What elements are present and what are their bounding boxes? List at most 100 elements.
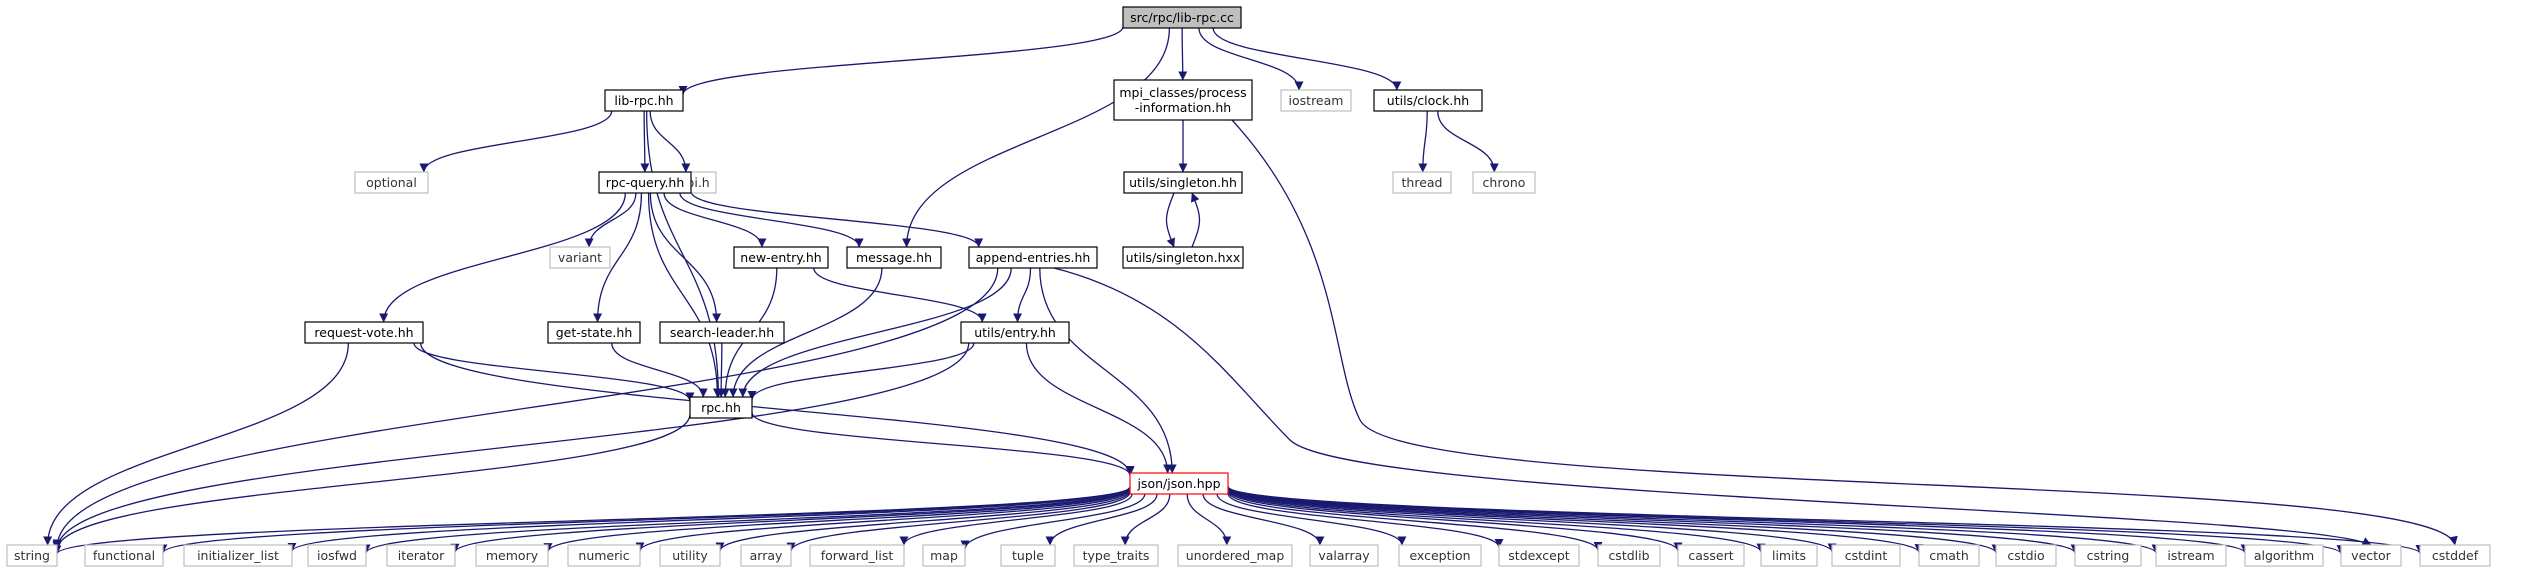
node-singleton[interactable]: utils/singleton.hh — [1123, 171, 1243, 194]
node-s_utility: utility — [659, 544, 721, 567]
node-box — [1280, 89, 1352, 112]
edge-requestvote-to-rpchh — [413, 342, 695, 402]
edge-line — [52, 414, 691, 551]
node-s_cstring: cstring — [2074, 544, 2142, 567]
node-label: utils/singleton.hh — [1129, 175, 1237, 190]
node-box — [1677, 544, 1745, 567]
node-label: utils/clock.hh — [1387, 93, 1469, 108]
edge-line — [1202, 493, 1325, 546]
node-label: numeric — [578, 548, 629, 563]
edge-json-to-s_stdexcept — [1227, 493, 1504, 548]
node-box — [1129, 472, 1229, 495]
edge-line — [1227, 489, 1683, 552]
node-box — [549, 246, 611, 269]
edge-line — [1418, 110, 1428, 173]
edge-rpchh-to-s_string — [52, 414, 691, 551]
edge-librpc-to-rpcquery — [640, 110, 650, 173]
node-getstate[interactable]: get-state.hh — [547, 321, 641, 344]
edge-json-to-s_forward_list — [899, 493, 1133, 546]
node-entry[interactable]: utils/entry.hh — [960, 321, 1070, 344]
node-label: limits — [1772, 548, 1806, 563]
edge-line — [1053, 267, 2372, 546]
edge-librpc-to-optional — [419, 110, 613, 173]
node-appendentries[interactable]: append-entries.hh — [968, 246, 1098, 269]
edge-line — [379, 192, 626, 323]
node-clock[interactable]: utils/clock.hh — [1373, 89, 1483, 112]
node-searchleader[interactable]: search-leader.hh — [659, 321, 785, 344]
edge-appendentries-to-json — [1039, 267, 1177, 474]
node-box — [6, 544, 58, 567]
node-requestvote[interactable]: request-vote.hh — [304, 321, 424, 344]
edge-line — [1120, 493, 1171, 546]
edge-rpcquery-to-getstate — [593, 192, 643, 323]
node-label: tuple — [1012, 548, 1044, 563]
node-s_vector: vector — [2340, 544, 2402, 567]
edge-json-to-s_iterator — [450, 487, 1131, 553]
node-label: map — [930, 548, 958, 563]
node-label: stdexcept — [1508, 548, 1569, 563]
node-label: mpi_classes/process — [1119, 85, 1246, 100]
node-box — [1309, 544, 1379, 567]
edge-json-to-s_map — [960, 493, 1146, 550]
node-box — [547, 321, 641, 344]
node-label: request-vote.hh — [314, 325, 413, 340]
edge-line — [158, 486, 1131, 554]
edge-line — [738, 267, 1012, 398]
edge-line — [1190, 192, 1201, 248]
edge-line — [649, 192, 722, 323]
edge-line — [813, 267, 987, 323]
node-optional: optional — [354, 171, 429, 194]
node-label: exception — [1409, 548, 1470, 563]
node-box — [386, 544, 456, 567]
node-box — [960, 321, 1070, 344]
node-label: vector — [2351, 548, 2392, 563]
node-message[interactable]: message.hh — [846, 246, 942, 269]
edge-appendentries-to-entry — [1013, 267, 1032, 323]
node-label: cstring — [2087, 548, 2130, 563]
node-singletonhxx[interactable]: utils/singleton.hxx — [1122, 246, 1244, 269]
node-rpchh[interactable]: rpc.hh — [689, 396, 753, 419]
node-label: functional — [93, 548, 155, 563]
edge-rpcquery-to-variant — [584, 192, 637, 248]
edge-json-to-s_cstddef — [1227, 485, 2425, 555]
node-label: istream — [2167, 548, 2214, 563]
node-json[interactable]: json/json.hpp — [1129, 472, 1229, 495]
node-s_unordered_map: unordered_map — [1177, 544, 1293, 567]
edge-line — [649, 110, 691, 173]
node-label: lib-rpc.hh — [614, 93, 673, 108]
edge-line — [960, 493, 1146, 550]
node-label: get-state.hh — [556, 325, 633, 340]
node-label: cassert — [1688, 548, 1733, 563]
edge-clock-to-thread — [1418, 110, 1428, 173]
node-box — [733, 246, 829, 269]
edge-line — [1227, 486, 2161, 554]
edge-json-to-s_istream — [1227, 486, 2161, 554]
edge-entry-to-json — [1025, 342, 1173, 474]
edge-line — [1186, 493, 1232, 546]
edge-line — [728, 267, 883, 398]
node-rpcquery[interactable]: rpc-query.hh — [598, 171, 692, 194]
edge-rpchh-to-json — [751, 412, 1135, 476]
edge-json-to-s_cassert — [1227, 489, 1683, 552]
node-s_iterator: iterator — [386, 544, 456, 567]
node-box — [1918, 544, 1980, 567]
node-box — [2340, 544, 2402, 567]
edge-line — [543, 488, 1131, 553]
node-box — [846, 246, 942, 269]
node-box — [604, 89, 684, 112]
node-s_type_traits: type_traits — [1073, 544, 1159, 567]
edge-json-to-s_unordered_map — [1186, 493, 1232, 546]
node-librpc[interactable]: lib-rpc.hh — [604, 89, 684, 112]
edge-entry-to-s_string — [52, 342, 970, 551]
node-root[interactable]: src/rpc/lib-rpc.cc — [1122, 6, 1242, 29]
node-label: iostream — [1289, 93, 1344, 108]
node-box — [2419, 544, 2491, 567]
node-newentry[interactable]: new-entry.hh — [733, 246, 829, 269]
edge-line — [1227, 487, 1924, 554]
edge-rpcquery-to-rpchh — [647, 192, 722, 398]
node-mpiproc[interactable]: mpi_classes/process-information.hh — [1113, 79, 1253, 121]
node-label: cstddef — [2432, 548, 2479, 563]
edge-line — [1231, 119, 2458, 546]
node-label: rpc-query.hh — [606, 175, 685, 190]
edge-librpc-to-rpchh — [645, 110, 723, 398]
